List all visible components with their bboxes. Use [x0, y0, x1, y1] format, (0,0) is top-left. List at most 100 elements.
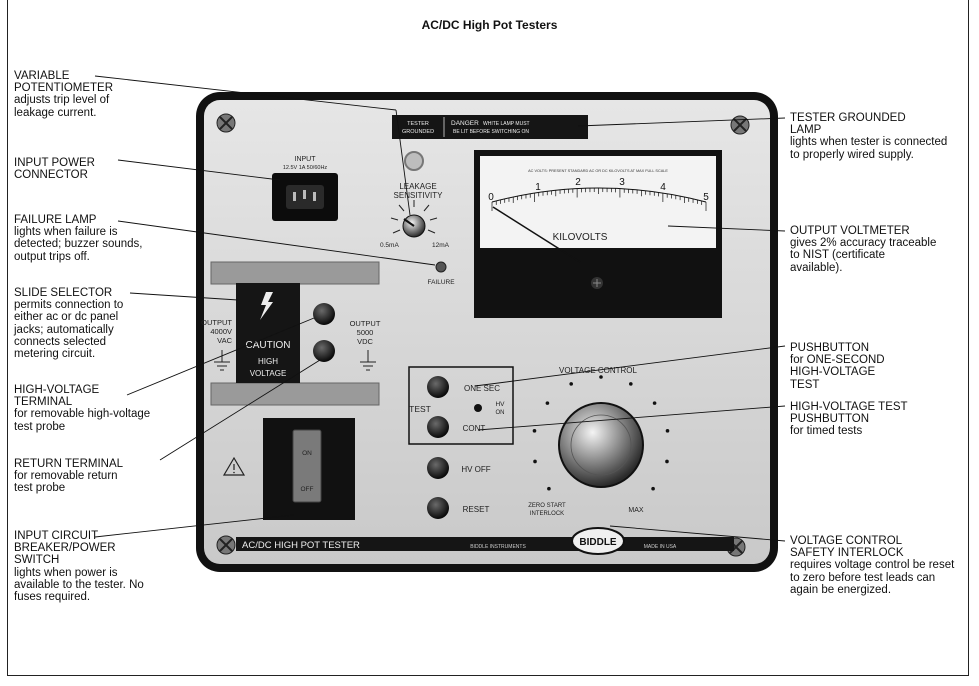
caution-label: CAUTION	[246, 340, 291, 351]
callout-pushbutton-one-second: PUSHBUTTON for ONE-SECOND HIGH-VOLTAGE T…	[790, 342, 960, 391]
biddle-logo	[571, 527, 625, 555]
hv-off-label: HV OFF	[461, 465, 490, 474]
page-frame	[7, 0, 969, 676]
callout-tester-grounded-lamp: TESTER GROUNDED LAMP lights when tester …	[790, 112, 955, 161]
voltage-control-dial-dots	[532, 375, 670, 491]
danger-plate	[392, 115, 588, 139]
sensitivity-label: SENSITIVITY	[394, 191, 444, 200]
switch-off-label: OFF	[301, 486, 314, 493]
leader-lines	[94, 75, 786, 542]
hv-on-label: HV	[495, 401, 505, 408]
callout-body: gives 2% accuracy traceable to NIST (cer…	[790, 237, 937, 274]
callout-input-power-connector: INPUT POWER CONNECTOR	[14, 157, 124, 181]
biddle-logo-text: BIDDLE	[579, 537, 617, 548]
dial-dot	[569, 382, 573, 386]
switch-on-label: ON	[302, 450, 312, 457]
leakage-min-label: 0.5mA	[380, 242, 399, 249]
hv-off-button[interactable]	[427, 457, 449, 479]
output-ac-unit: VAC	[217, 336, 232, 345]
plate-white-lamp-text: WHITE LAMP MUST	[483, 121, 530, 127]
voltage-label: VOLTAGE	[250, 369, 287, 378]
meter-tick-label: 0	[488, 192, 494, 203]
continuous-test-button[interactable]	[427, 416, 449, 438]
callout-heading: RETURN TERMINAL	[14, 458, 124, 470]
return-terminal[interactable]	[313, 340, 335, 362]
callout-body: for ONE-SECOND HIGH-VOLTAGE TEST	[790, 354, 885, 391]
high-label: HIGH	[258, 357, 278, 366]
callout-heading: INPUT POWER CONNECTOR	[14, 157, 95, 182]
leakage-tick-marks	[390, 200, 438, 234]
callout-heading: VOLTAGE CONTROL SAFETY INTERLOCK	[790, 535, 904, 560]
meter-tick-label: 4	[660, 182, 666, 193]
input-label: INPUT	[295, 156, 317, 163]
callout-heading: PUSHBUTTON	[790, 342, 870, 354]
test-label: TEST	[409, 404, 431, 414]
meter-minor-ticks	[491, 188, 707, 211]
dial-dot	[547, 486, 551, 491]
reset-button[interactable]	[427, 497, 449, 519]
dial-dot	[665, 459, 669, 464]
reset-label: RESET	[463, 505, 490, 514]
callout-voltage-control-interlock: VOLTAGE CONTROL SAFETY INTERLOCK require…	[790, 535, 962, 596]
callout-body: for timed tests	[790, 425, 863, 438]
callout-variable-potentiometer: VARIABLE POTENTIOMETER adjusts trip leve…	[14, 70, 144, 119]
dial-dot	[652, 401, 657, 405]
output-ac-label: OUTPUT	[201, 318, 232, 327]
output-ac-voltage: 4000V	[210, 327, 232, 336]
lightning-bolt-icon	[260, 292, 273, 320]
leakage-max-label: 12mA	[432, 242, 450, 249]
leakage-label: LEAKAGE	[399, 182, 436, 191]
dial-dot	[532, 429, 537, 433]
dial-dot	[651, 486, 655, 491]
callout-heading: TESTER GROUNDED LAMP	[790, 112, 906, 137]
callout-failure-lamp: FAILURE LAMP lights when failure is dete…	[14, 214, 154, 263]
meter-needle	[492, 206, 581, 263]
interlock-label: INTERLOCK	[530, 511, 564, 517]
one-sec-label: ONE SEC	[464, 384, 500, 393]
plate-grounded-text: GROUNDED	[402, 129, 434, 135]
callout-return-terminal: RETURN TERMINAL for removable return tes…	[14, 458, 144, 495]
output-dc-unit: VDC	[357, 337, 373, 346]
callout-heading: FAILURE LAMP	[14, 214, 97, 226]
high-voltage-terminal[interactable]	[313, 303, 335, 325]
screw-icon	[216, 113, 236, 133]
meter-zero-adjust-screw[interactable]	[591, 277, 603, 289]
meter-tick-label: 3	[619, 177, 625, 188]
dial-dot	[629, 382, 633, 386]
callout-body: for removable return test probe	[14, 470, 118, 495]
callout-body: lights when tester is connected to prope…	[790, 136, 948, 161]
screw-icon	[730, 115, 750, 135]
footer-made-in: MADE IN USA	[644, 544, 677, 550]
input-circuit-breaker-switch[interactable]	[292, 429, 322, 503]
plate-danger-text: DANGER	[451, 120, 479, 127]
callout-body: requires voltage control be reset to zer…	[790, 559, 955, 596]
failure-lamp	[435, 261, 447, 273]
output-dc-label: OUTPUT	[350, 319, 381, 328]
output-dc-voltage: 5000	[357, 328, 374, 337]
max-label: MAX	[628, 507, 644, 514]
voltage-control-knob[interactable]	[558, 402, 644, 488]
plate-be-lit-text: BE LIT BEFORE SWITCHING ON	[453, 129, 529, 135]
voltage-control-knob-cap	[570, 414, 632, 476]
selector-slot-top	[210, 261, 380, 285]
callout-body: lights when failure is detected; buzzer …	[14, 226, 143, 263]
callout-body: adjusts trip level of leakage current.	[14, 94, 110, 119]
callout-slide-selector: SLIDE SELECTOR permits connection to eit…	[14, 287, 149, 360]
voltmeter-face	[480, 156, 716, 248]
hv-on-sub-label: ON	[496, 410, 505, 416]
callout-heading: SLIDE SELECTOR	[14, 287, 113, 299]
callout-heading: HIGH-VOLTAGE TERMINAL	[14, 384, 100, 409]
callout-heading: OUTPUT VOLTMETER	[790, 225, 910, 237]
test-button-group	[408, 366, 514, 445]
meter-scale-note: AC VOLTS: PRESENT STANDARD AC OR DC KILO…	[528, 169, 668, 173]
footer-model: AC/DC HIGH POT TESTER	[242, 540, 360, 551]
dial-dot	[545, 401, 550, 405]
page-title: AC/DC High Pot Testers	[421, 18, 558, 32]
hv-on-lamp	[474, 404, 482, 412]
meter-tick-label: 2	[575, 177, 581, 188]
callout-heading: HIGH-VOLTAGE TEST PUSHBUTTON	[790, 401, 908, 426]
one-second-test-button[interactable]	[427, 376, 449, 398]
cont-label: CONT	[463, 424, 486, 433]
warning-triangle-icon	[222, 456, 246, 476]
